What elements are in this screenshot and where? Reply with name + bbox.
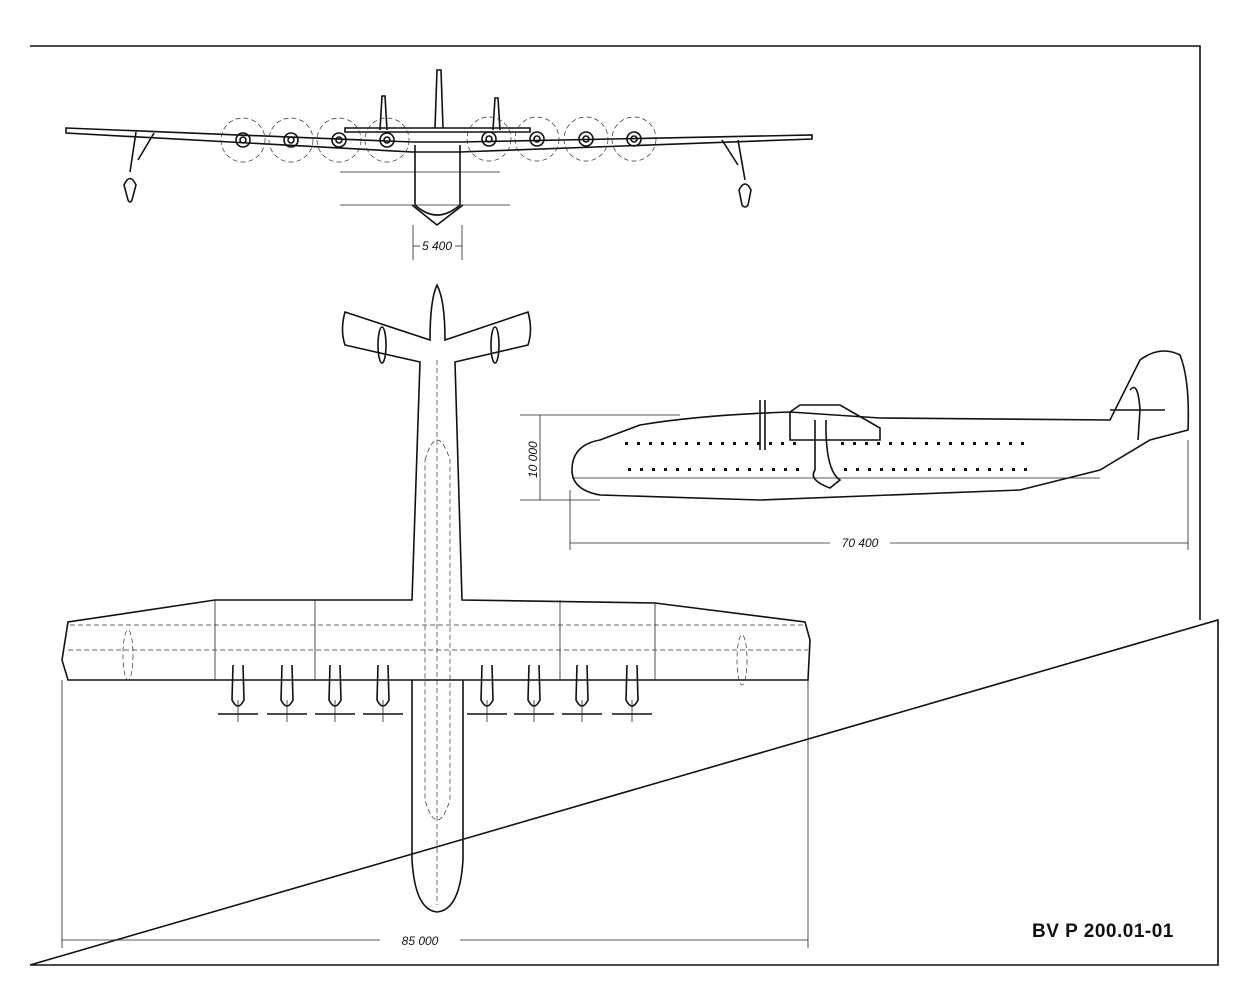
window [949, 442, 952, 445]
engine-nacelle [363, 664, 403, 722]
window [997, 442, 1000, 445]
window [928, 468, 931, 471]
engine-propeller [268, 117, 314, 163]
window [841, 442, 844, 445]
window [988, 468, 991, 471]
window [964, 468, 967, 471]
window [904, 468, 907, 471]
window [772, 468, 775, 471]
window [1012, 468, 1015, 471]
window [853, 442, 856, 445]
window [940, 468, 943, 471]
window [985, 442, 988, 445]
window [868, 468, 871, 471]
window [673, 442, 676, 445]
side-view: 10 000 70 400 [520, 350, 1190, 550]
dimension-span: 85 000 [61, 680, 809, 948]
window [745, 442, 748, 445]
hull-beam-label: 5 400 [422, 239, 452, 253]
window [625, 442, 628, 445]
engine-propeller [611, 116, 657, 162]
window [688, 468, 691, 471]
window [664, 468, 667, 471]
window [748, 468, 751, 471]
window [1000, 468, 1003, 471]
window [712, 468, 715, 471]
window [976, 468, 979, 471]
engine-nacelle [612, 664, 652, 722]
window [937, 442, 940, 445]
window [865, 442, 868, 445]
engine-propeller [220, 117, 266, 163]
engine-propeller [514, 116, 560, 162]
window [661, 442, 664, 445]
window [1024, 468, 1027, 471]
window [733, 442, 736, 445]
window [652, 468, 655, 471]
engine-propeller [364, 117, 410, 163]
window [1021, 442, 1024, 445]
window [628, 468, 631, 471]
window [793, 442, 796, 445]
engine-nacelle [467, 664, 507, 722]
window [721, 442, 724, 445]
window [736, 468, 739, 471]
engine-propeller [316, 117, 362, 163]
engine-nacelle [562, 664, 602, 722]
window [892, 468, 895, 471]
window [913, 442, 916, 445]
window [796, 468, 799, 471]
window [901, 442, 904, 445]
top-view: 85 000 [61, 283, 811, 948]
window [697, 442, 700, 445]
dimension-height: 10 000 [520, 414, 680, 501]
engine-nacelle [267, 664, 307, 722]
window [961, 442, 964, 445]
window [640, 468, 643, 471]
window [856, 468, 859, 471]
window [757, 442, 760, 445]
window [649, 442, 652, 445]
window [925, 442, 928, 445]
drawing-frame [29, 45, 1219, 966]
window [760, 468, 763, 471]
length-label: 70 400 [842, 536, 879, 550]
height-label: 10 000 [526, 441, 540, 478]
span-label: 85 000 [402, 934, 439, 948]
window [685, 442, 688, 445]
window [1009, 442, 1012, 445]
window [769, 442, 772, 445]
front-view: 5 400 [65, 69, 813, 260]
engine-propeller [466, 116, 512, 162]
window [781, 442, 784, 445]
dimension-length: 70 400 [569, 440, 1189, 550]
window [784, 468, 787, 471]
drawing-id: BV P 200.01-01 [1032, 921, 1174, 942]
window [880, 468, 883, 471]
engine-nacelle [315, 664, 355, 722]
window [844, 468, 847, 471]
window [637, 442, 640, 445]
engine-nacelle [218, 664, 258, 722]
window [973, 442, 976, 445]
engine-nacelle [514, 664, 554, 722]
window [952, 468, 955, 471]
engine-propeller [563, 116, 609, 162]
window [877, 442, 880, 445]
window [676, 468, 679, 471]
window [700, 468, 703, 471]
window [889, 442, 892, 445]
dimension-hull-beam: 5 400 [412, 225, 463, 260]
window [724, 468, 727, 471]
window [916, 468, 919, 471]
window [709, 442, 712, 445]
